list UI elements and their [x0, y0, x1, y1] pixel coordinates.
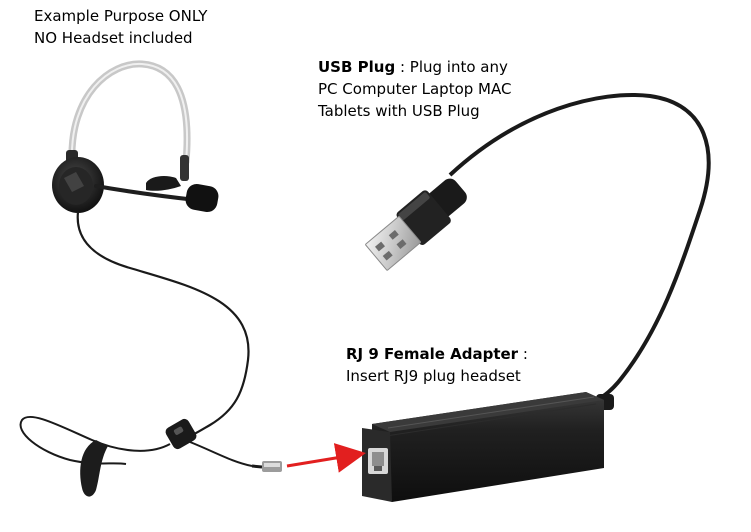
usb-caption-title: USB Plug	[318, 58, 396, 76]
usb-caption-line-1: USB Plug : Plug into any	[318, 56, 511, 78]
mic-foam	[185, 184, 219, 212]
rj9-adapter-caption: RJ 9 Female Adapter : Insert RJ9 plug he…	[346, 343, 528, 387]
rj9-caption-title: RJ 9 Female Adapter	[346, 345, 519, 363]
inline-control	[165, 418, 197, 450]
arrow-icon	[286, 443, 366, 473]
disclaimer-line-2: NO Headset included	[34, 29, 193, 47]
headset-cord	[76, 211, 250, 442]
clothing-clip	[80, 440, 108, 497]
temple-pad	[146, 175, 181, 191]
usb-plug-caption: USB Plug : Plug into any PC Computer Lap…	[318, 56, 511, 122]
headband	[68, 60, 191, 166]
headset-icon	[19, 60, 282, 497]
mic-boom	[94, 184, 198, 202]
rj9-caption-separator: :	[518, 345, 528, 363]
disclaimer-caption: Example Purpose ONLY NO Headset included	[34, 5, 207, 49]
usb-caption-separator: :	[395, 58, 410, 76]
usb-plug-icon	[365, 178, 467, 271]
usb-caption-line-3: Tablets with USB Plug	[318, 102, 480, 120]
rj9-caption-line-2: Insert RJ9 plug headset	[346, 367, 521, 385]
rj9-caption-line-1: RJ 9 Female Adapter :	[346, 343, 528, 365]
disclaimer-line-1: Example Purpose ONLY	[34, 7, 208, 25]
rj9-adapter-icon	[362, 392, 614, 502]
usb-caption-line-2: PC Computer Laptop MAC	[318, 80, 512, 98]
usb-caption-line-1-rest: Plug into any	[409, 58, 508, 76]
usb-cable	[448, 93, 711, 400]
